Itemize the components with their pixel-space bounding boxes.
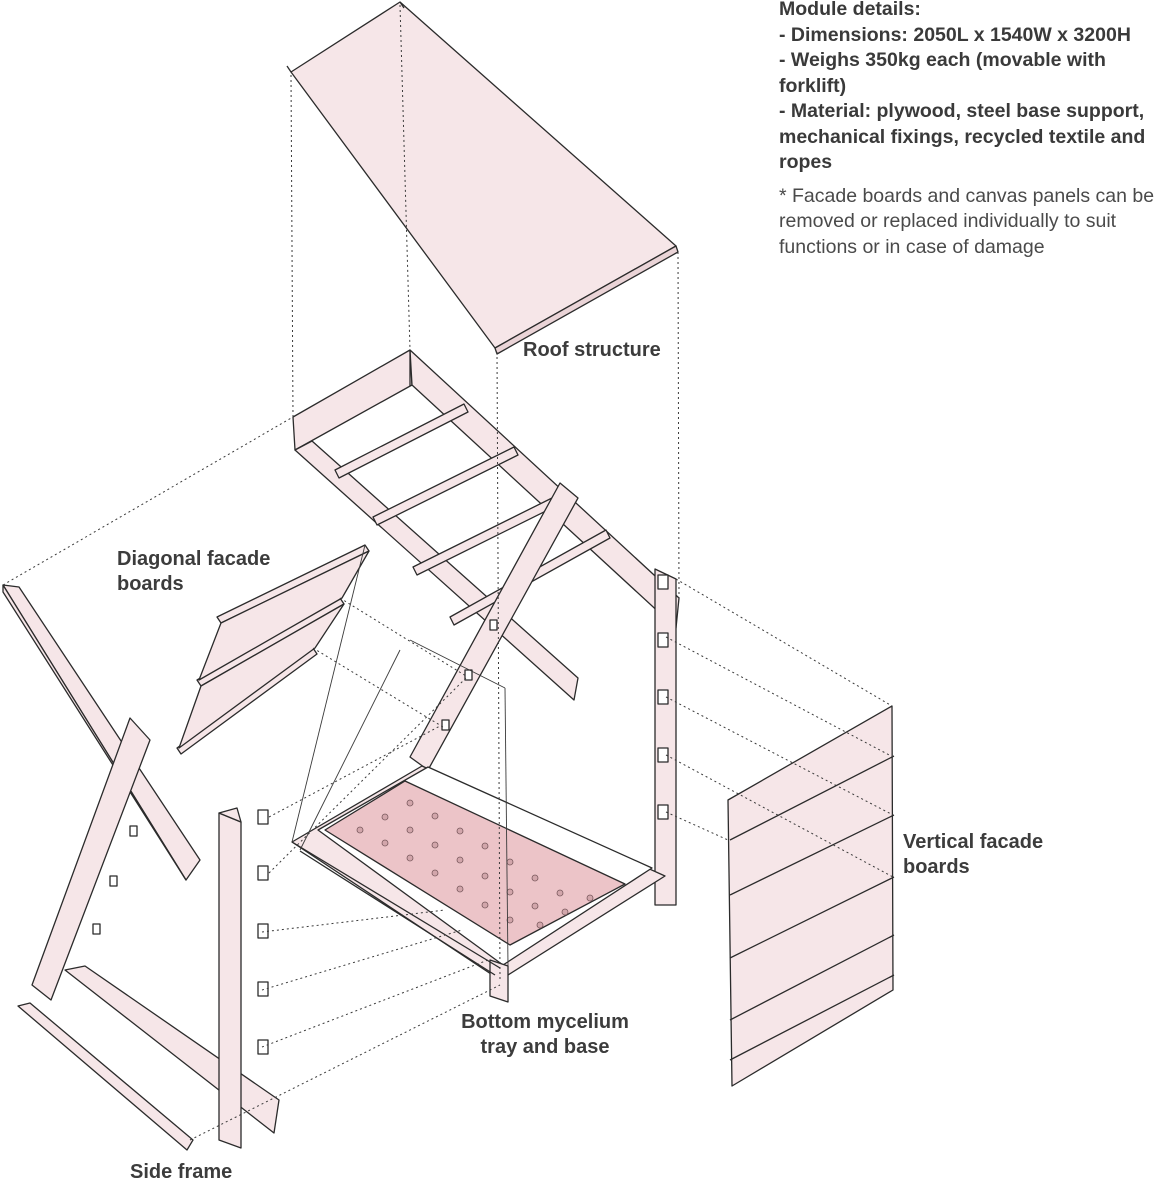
details-material: - Material: plywood, steel base support,… (779, 100, 1146, 173)
label-roof-structure: Roof structure (523, 339, 661, 361)
tray-holes (356, 799, 594, 929)
label-vertical-facade: Vertical facade boards (903, 830, 1043, 880)
details-weight: - Weighs 350kg each (movable with forkli… (779, 49, 1106, 97)
details-note: * Facade boards and canvas panels can be… (779, 184, 1155, 258)
roof-panel (286, 1, 679, 355)
diagonal-facade-boards (176, 544, 370, 755)
vertical-facade-boards (727, 705, 895, 1087)
alignment-lines (2, 4, 894, 1141)
label-diagonal-facade: Diagonal facade boards (117, 547, 270, 597)
module-details: Module details: - Dimensions: 2050L x 15… (779, 0, 1169, 260)
label-diagonal-line1: Diagonal facade (117, 548, 271, 570)
bottom-tray-and-base (291, 765, 666, 1003)
label-side-frame: Side frame (130, 1161, 233, 1183)
details-dimensions: - Dimensions: 2050L x 1540W x 3200H (779, 23, 1131, 46)
label-bottom-tray: Bottom mycelium tray and base (450, 1010, 640, 1060)
label-vertical-line2: boards (903, 856, 970, 878)
side-frame (2, 584, 280, 1151)
label-bottom-line2: tray and base (480, 1036, 610, 1058)
label-diagonal-line2: boards (117, 573, 184, 595)
details-heading: Module details: (779, 0, 921, 20)
label-bottom-line1: Bottom mycelium (461, 1011, 629, 1033)
construction-lines (291, 544, 509, 967)
label-vertical-line1: Vertical facade (903, 831, 1044, 853)
